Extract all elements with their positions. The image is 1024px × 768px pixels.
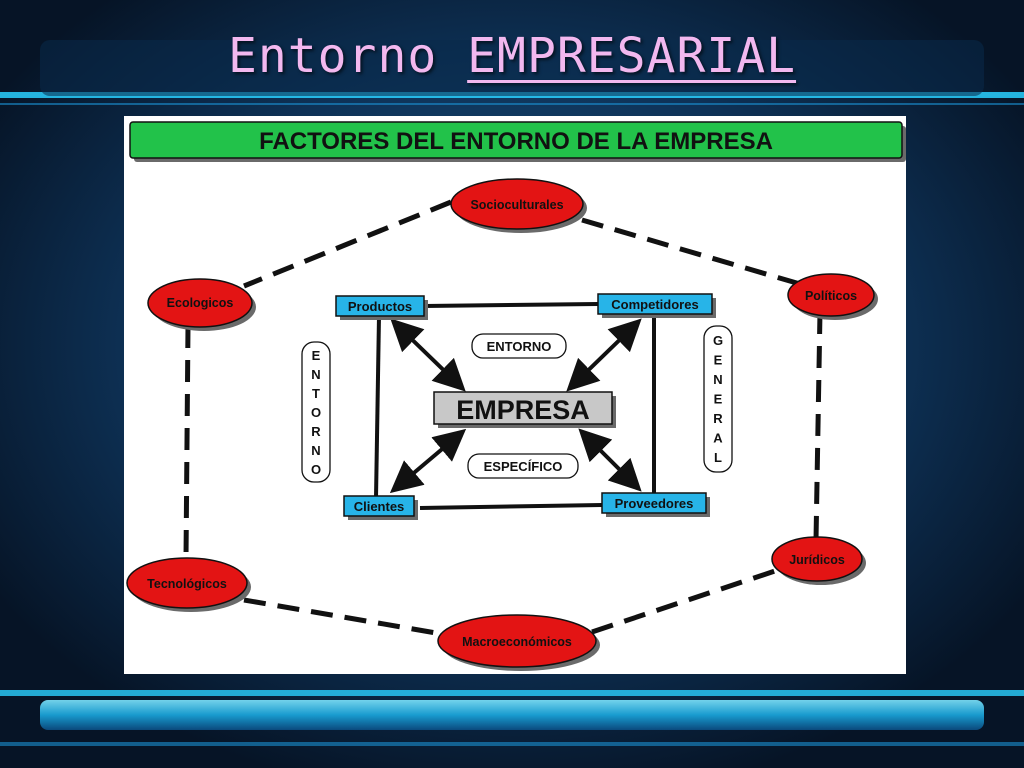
label-clientes: Clientes (354, 499, 405, 514)
arrow-proveedores (578, 428, 642, 492)
general-vertical-letter: N (713, 372, 722, 387)
label-especifico: ESPECÍFICO (484, 459, 563, 474)
oval-juridicos: Jurídicos (771, 536, 866, 585)
relation-arrows (389, 318, 642, 494)
general-vertical-letter: E (714, 392, 723, 407)
oval-socioculturales: Socioculturales (450, 178, 587, 233)
arrow-productos (390, 318, 466, 392)
general-environment-ring (183, 199, 823, 637)
label-box-especifico: ESPECÍFICO (467, 453, 579, 479)
center-box-empresa: EMPRESA (433, 391, 616, 428)
label-proveedores: Proveedores (615, 496, 694, 511)
general-vertical-letter: L (714, 450, 722, 465)
oval-ecologicos: Ecologicos (147, 278, 256, 331)
oval-politicos: Políticos (787, 273, 878, 320)
general-vertical-letter: A (713, 431, 723, 446)
specific-environment-frame (374, 302, 656, 510)
label-socioculturales: Socioculturales (470, 198, 563, 212)
label-box-entorno: ENTORNO (471, 333, 567, 359)
entorno-vertical-letter: O (311, 405, 321, 420)
entorno-vertical-letter: T (312, 386, 320, 401)
box-proveedores: Proveedores (601, 492, 710, 517)
title-word-entorno: Entorno (227, 28, 438, 84)
box-clientes: Clientes (343, 495, 418, 520)
box-competidores: Competidores (597, 293, 716, 318)
entorno-vertical-letter: R (311, 424, 321, 439)
label-tecnologicos: Tecnológicos (147, 577, 227, 591)
oval-macroeconomicos: Macroeconómicos (437, 614, 600, 671)
title-word-empresarial: EMPRESARIAL (467, 28, 797, 84)
banner-box (129, 121, 903, 159)
arrow-clientes (389, 428, 467, 494)
slide-title: Entorno EMPRESARIAL (0, 28, 1024, 84)
banner-text: FACTORES DEL ENTORNO DE LA EMPRESA (259, 128, 773, 155)
entorno-vertical-letter: N (311, 443, 320, 458)
entorno-vertical-letter: N (311, 367, 320, 382)
label-entorno: ENTORNO (487, 339, 552, 354)
box-productos: Productos (335, 295, 428, 320)
label-macroeconomicos: Macroeconómicos (462, 635, 572, 649)
environment-diagram: FACTORES DEL ENTORNO DE LA EMPRESA (126, 121, 906, 671)
arrow-competidores (566, 318, 642, 392)
general-vertical-letter: G (713, 333, 723, 348)
label-juridicos: Jurídicos (789, 553, 845, 567)
label-productos: Productos (348, 299, 412, 314)
entorno-vertical-letter: E (312, 348, 321, 363)
label-politicos: Políticos (805, 289, 857, 303)
general-vertical-letter: E (714, 353, 723, 368)
label-competidores: Competidores (611, 297, 698, 312)
label-empresa: EMPRESA (456, 395, 590, 425)
label-ecologicos: Ecologicos (167, 296, 234, 310)
vertical-label-entorno: ENTORNO (301, 341, 331, 483)
general-vertical-letter: R (713, 411, 723, 426)
diagram-panel: FACTORES DEL ENTORNO DE LA EMPRESA (124, 116, 906, 674)
entorno-vertical-letter: O (311, 462, 321, 477)
oval-tecnologicos: Tecnológicos (126, 557, 251, 612)
